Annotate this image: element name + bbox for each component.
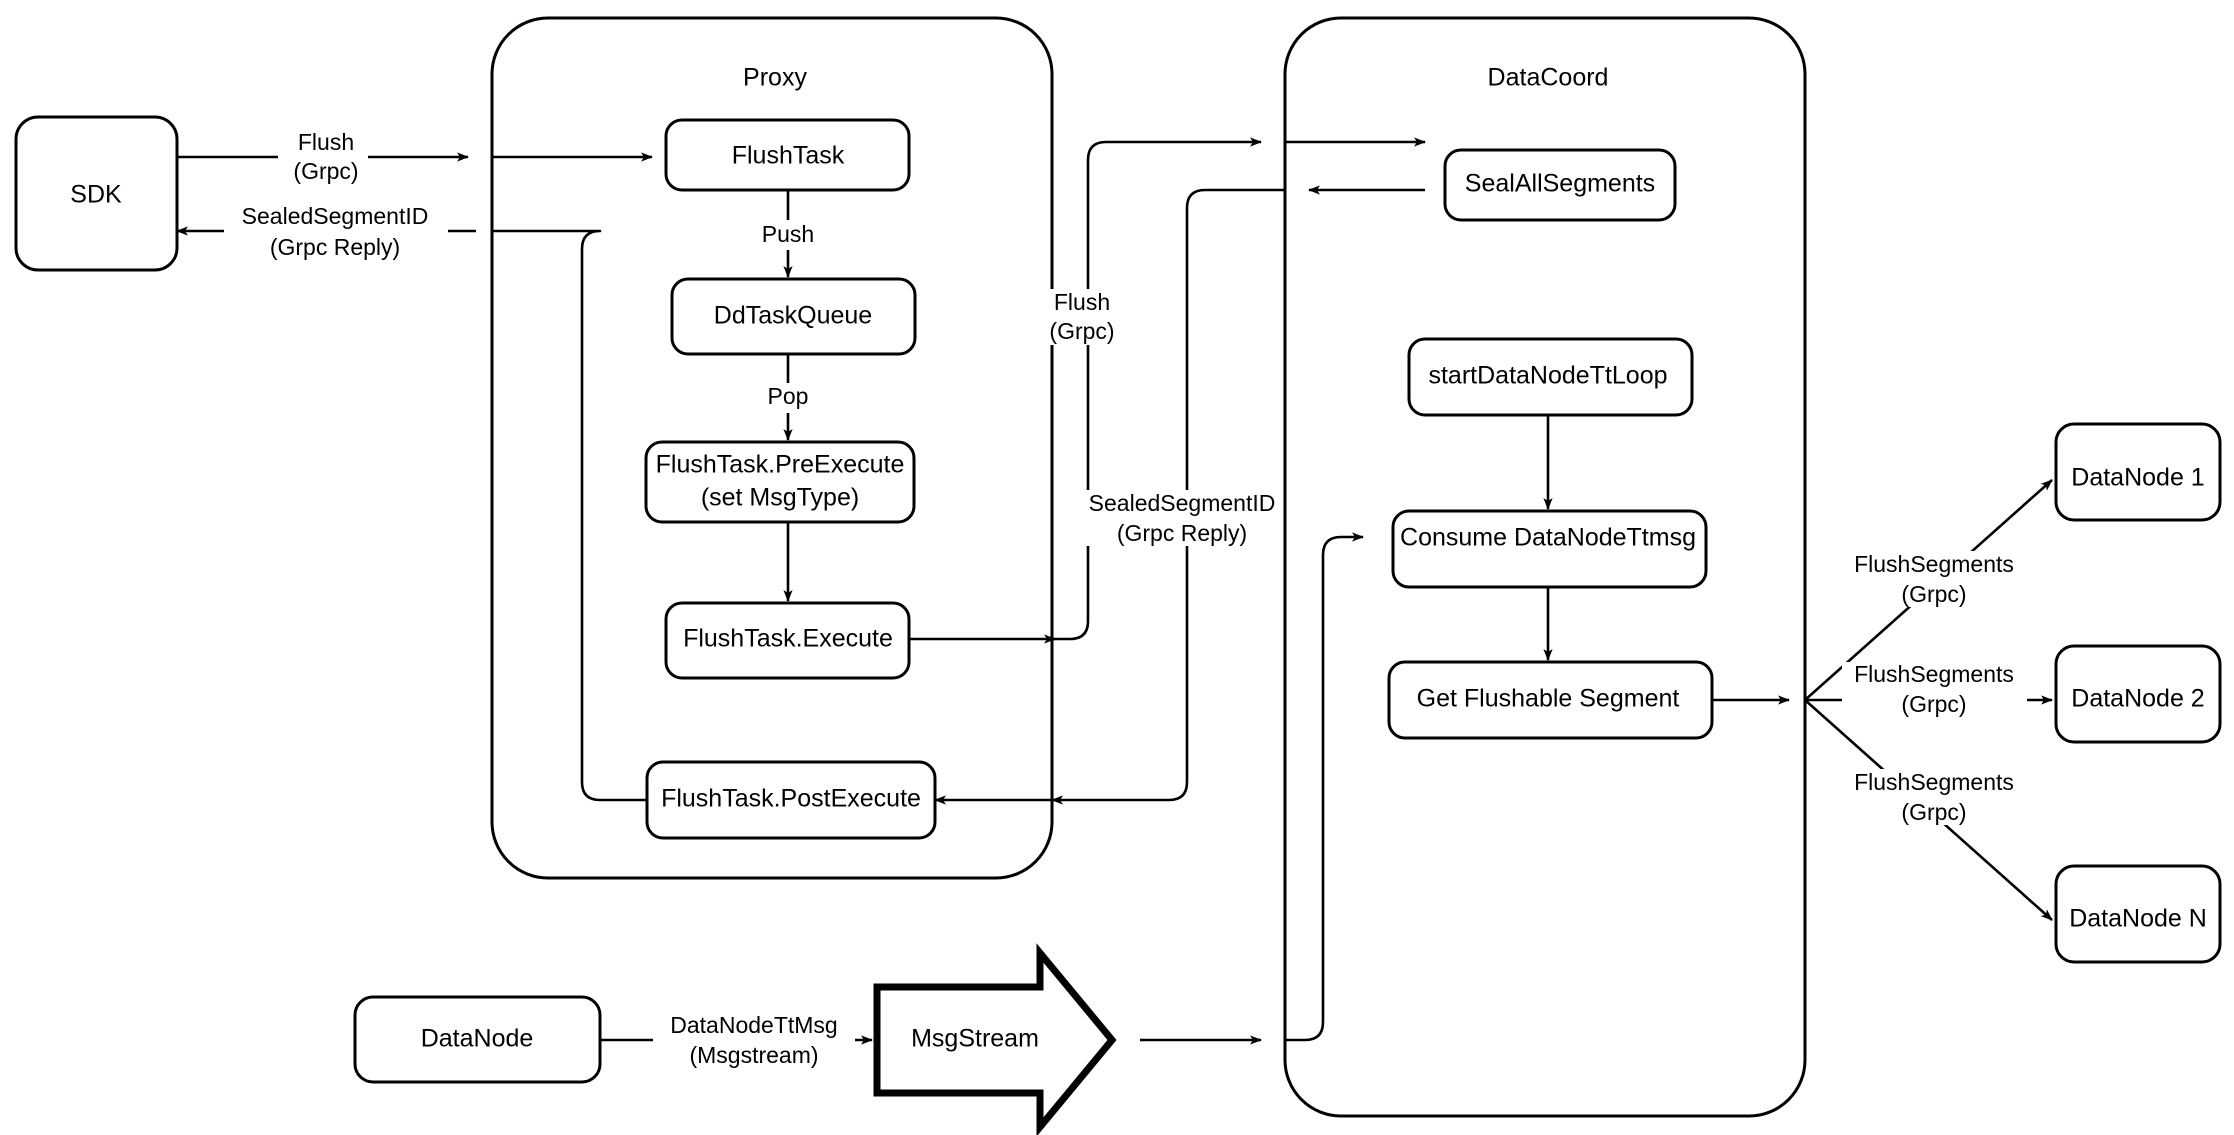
node-get-flushable-segment[interactable] [1387, 660, 1714, 740]
node-datanode-n[interactable] [2054, 864, 2222, 964]
node-datanode-2-label: DataNode 2 [2071, 685, 2204, 713]
node-preexecute[interactable] [644, 440, 916, 524]
node-sdk-label: SDK [70, 181, 122, 209]
datacoord-container-title: DataCoord [1488, 64, 1609, 92]
node-datanode-source[interactable] [353, 995, 602, 1084]
node-postexecute-label: FlushTask.PostExecute [661, 785, 921, 813]
node-preexecute-label-line2: (set MsgType) [701, 484, 859, 512]
edge-proxy-to-datacoord-flush [1052, 137, 1262, 641]
node-msgstream-label: MsgStream [911, 1025, 1039, 1053]
label-bg-flushsegments-1 [1842, 551, 2027, 607]
proxy-container [490, 16, 1054, 880]
node-datanode-1-label: DataNode 1 [2071, 464, 2204, 492]
label-flushsegments-n-line2: (Grpc) [1901, 799, 1966, 825]
label-flush-grpc-line2: (Grpc) [293, 158, 358, 184]
label-bg-proxy-datacoord-flush [1038, 289, 1130, 345]
label-flushsegments-n-line1: FlushSegments [1854, 769, 2014, 795]
label-push: Push [762, 221, 814, 247]
node-execute-label: FlushTask.Execute [683, 625, 893, 653]
node-get-flushable-segment-label: Get Flushable Segment [1417, 685, 1680, 713]
label-datanodettmsg-line2: (Msgstream) [689, 1042, 818, 1068]
node-execute[interactable] [664, 601, 911, 680]
node-consume-datanodettmsg[interactable] [1391, 509, 1708, 589]
label-sealedsegmentid-reply-line2: (Grpc Reply) [270, 234, 400, 260]
label-bg-flushsegments-2 [1842, 662, 2027, 718]
node-sdk[interactable] [14, 115, 179, 272]
label-pop: Pop [768, 383, 809, 409]
node-msgstream-shape[interactable] [873, 943, 1117, 1135]
proxy-container-title: Proxy [743, 64, 807, 92]
node-preexecute-label-line1: FlushTask.PreExecute [656, 451, 905, 479]
node-datanode-2[interactable] [2054, 644, 2222, 744]
node-ddtaskqueue[interactable] [670, 277, 917, 356]
node-ddtaskqueue-label: DdTaskQueue [714, 302, 872, 330]
label-bg-pop [756, 383, 820, 413]
edge-datacoordborder-to-consume [1285, 532, 1364, 1042]
label-bg-flushsegments-n [1842, 769, 2027, 825]
node-datanode-1[interactable] [2054, 422, 2222, 522]
label-datacoord-proxy-reply-line2: (Grpc Reply) [1117, 520, 1247, 546]
label-flush-grpc-line1: Flush [298, 129, 354, 155]
label-sealedsegmentid-reply-line1: SealedSegmentID [242, 203, 429, 229]
label-proxy-datacoord-flush-line1: Flush [1054, 289, 1110, 315]
node-startdatanodettloop-label: startDataNodeTtLoop [1428, 362, 1667, 390]
label-datanodettmsg-line1: DataNodeTtMsg [670, 1012, 837, 1038]
label-flushsegments-2-line1: FlushSegments [1854, 661, 2014, 687]
node-datanode-source-label: DataNode [421, 1025, 534, 1053]
node-flushtask-label: FlushTask [732, 142, 845, 170]
label-bg-flush-grpc [278, 130, 368, 185]
label-flushsegments-1-line1: FlushSegments [1854, 551, 2014, 577]
node-startdatanodettloop[interactable] [1407, 337, 1694, 417]
edge-postexecute-to-sdkreturn [492, 229, 647, 802]
label-bg-datanodettmsg [653, 1013, 855, 1069]
label-bg-push [752, 220, 824, 250]
label-bg-sealedsegmentid-reply [224, 204, 448, 260]
node-datanode-n-label: DataNode N [2069, 905, 2207, 933]
node-sealallsegments[interactable] [1443, 148, 1677, 222]
label-proxy-datacoord-flush-line2: (Grpc) [1049, 318, 1114, 344]
node-consume-datanodettmsg-label: Consume DataNodeTtmsg [1400, 524, 1696, 552]
node-sealallsegments-label: SealAllSegments [1465, 170, 1655, 198]
node-flushtask[interactable] [664, 118, 911, 192]
datacoord-container [1283, 16, 1807, 1118]
node-postexecute[interactable] [645, 760, 937, 840]
label-bg-datacoord-proxy-reply [1083, 490, 1283, 546]
label-flushsegments-2-line2: (Grpc) [1901, 691, 1966, 717]
label-flushsegments-1-line2: (Grpc) [1901, 581, 1966, 607]
label-datacoord-proxy-reply-line1: SealedSegmentID [1089, 490, 1276, 516]
